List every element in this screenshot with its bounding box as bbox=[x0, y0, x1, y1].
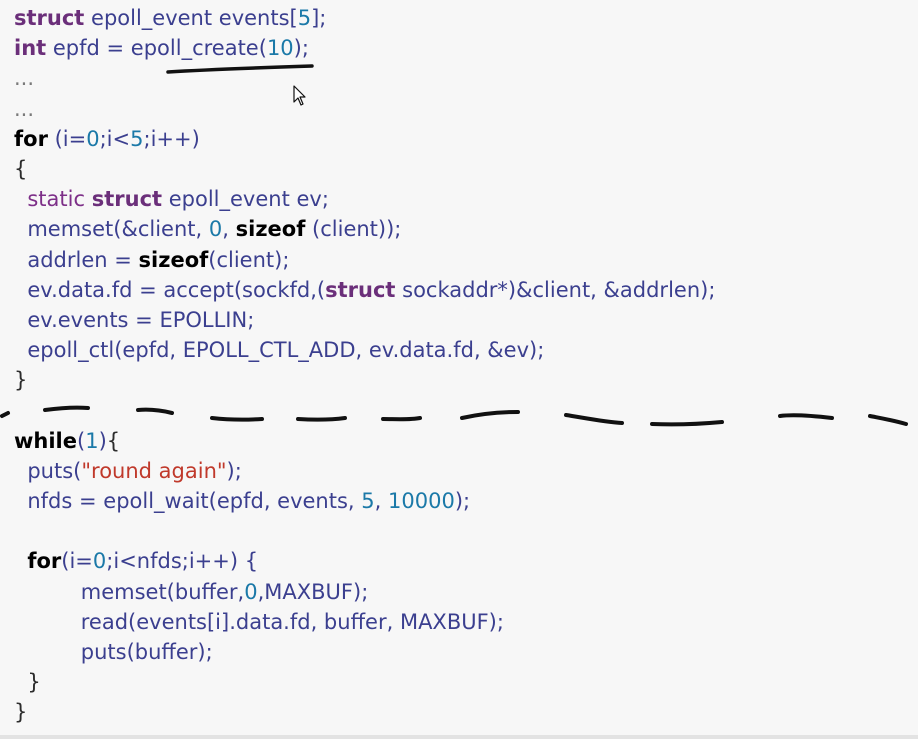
code-line: memset(&client, 0, sizeof (client)); bbox=[14, 214, 715, 244]
code-token: ;i< bbox=[99, 126, 131, 151]
code-line: read(events[i].data.fd, buffer, MAXBUF); bbox=[14, 607, 715, 637]
code-line: } bbox=[14, 667, 715, 697]
code-token bbox=[14, 187, 27, 211]
code-token: , bbox=[374, 489, 389, 513]
code-line: nfds = epoll_wait(epfd, events, 5, 10000… bbox=[14, 486, 715, 516]
code-token: while bbox=[14, 428, 77, 453]
code-token: 5 bbox=[130, 126, 144, 151]
code-token: (i= bbox=[47, 126, 87, 151]
code-token: ;i<nfds;i++) { bbox=[106, 549, 259, 574]
code-token: ev.events = EPOLLIN; bbox=[14, 307, 255, 332]
code-token: nfds = epoll_wait(epfd, events, bbox=[14, 489, 362, 513]
code-token: struct bbox=[14, 6, 85, 30]
code-token: memset(buffer, bbox=[14, 579, 245, 604]
code-token: epoll_event events[ bbox=[84, 6, 298, 30]
code-token: puts( bbox=[14, 458, 82, 483]
code-token: epfd = bbox=[46, 36, 131, 61]
code-line: static struct epoll_event ev; bbox=[14, 184, 715, 214]
code-token: (client); bbox=[208, 247, 290, 272]
code-token: ); bbox=[226, 458, 242, 483]
code-line: for (i=0;i<5;i++) bbox=[14, 124, 715, 154]
code-token: int bbox=[14, 36, 47, 61]
panel-bottom-border bbox=[0, 735, 918, 739]
code-line: while(1){ bbox=[14, 426, 715, 456]
code-token: ); bbox=[293, 36, 309, 61]
code-token: 0 bbox=[86, 126, 100, 151]
code-token: sockaddr*)&client, &addrlen); bbox=[395, 277, 716, 302]
code-line: int epfd = epoll_create(10); bbox=[14, 33, 715, 63]
code-token bbox=[85, 187, 92, 211]
code-token: } bbox=[14, 368, 28, 393]
code-line: ​ bbox=[14, 395, 715, 425]
code-token: sizeof bbox=[138, 247, 209, 272]
code-token: epoll_event ev; bbox=[162, 187, 329, 212]
code-token: ) bbox=[98, 428, 107, 453]
code-token: epoll_create bbox=[130, 36, 259, 61]
code-token: (i= bbox=[61, 549, 93, 574]
code-token: 10 bbox=[266, 36, 294, 61]
code-token: sizeof bbox=[235, 217, 306, 242]
mouse-pointer-icon bbox=[293, 85, 307, 111]
code-token: { bbox=[14, 156, 28, 181]
code-line: } bbox=[14, 365, 715, 395]
code-token: 0 bbox=[92, 549, 107, 574]
code-token: addrlen = bbox=[14, 247, 139, 272]
code-token: { bbox=[106, 428, 121, 453]
code-token: struct bbox=[91, 187, 163, 212]
code-line: puts("round again"); bbox=[14, 456, 715, 486]
code-token bbox=[14, 549, 27, 573]
code-token: 5 bbox=[297, 6, 312, 30]
code-token: (client)); bbox=[305, 217, 402, 242]
code-line: puts(buffer); bbox=[14, 637, 715, 667]
code-line: memset(buffer,0,MAXBUF); bbox=[14, 577, 715, 607]
code-token: for bbox=[14, 126, 48, 151]
code-token: struct bbox=[325, 277, 396, 302]
code-token: ... bbox=[14, 96, 35, 121]
code-block: struct epoll_event events[5];int epfd = … bbox=[14, 3, 715, 728]
code-token: } bbox=[14, 670, 41, 695]
code-token: static bbox=[27, 187, 86, 212]
code-token: ); bbox=[454, 489, 471, 513]
code-token: ... bbox=[14, 66, 35, 91]
code-line: addrlen = sizeof(client); bbox=[14, 245, 715, 275]
code-token: ( bbox=[258, 36, 267, 61]
code-token: , bbox=[222, 217, 236, 242]
code-token: epoll_ctl(epfd, EPOLL_CTL_ADD, ev.data.f… bbox=[14, 338, 545, 363]
code-line: ev.data.fd = accept(sockfd,(struct socka… bbox=[14, 275, 715, 305]
code-line: ... bbox=[14, 94, 715, 124]
code-line: struct epoll_event events[5]; bbox=[14, 3, 715, 33]
code-token: "round again" bbox=[81, 458, 227, 483]
code-token: memset(&client, bbox=[14, 217, 209, 242]
code-line: ev.events = EPOLLIN; bbox=[14, 305, 715, 335]
code-line: epoll_ctl(epfd, EPOLL_CTL_ADD, ev.data.f… bbox=[14, 335, 715, 365]
code-token: ]; bbox=[311, 6, 327, 30]
code-token: 1 bbox=[85, 428, 99, 453]
code-token: 0 bbox=[208, 217, 223, 242]
code-token: 10000 bbox=[388, 489, 455, 513]
code-token: ;i++) bbox=[143, 126, 200, 151]
code-token: ev.data.fd = accept(sockfd,( bbox=[14, 277, 326, 302]
code-line: ​ bbox=[14, 516, 715, 546]
code-token: ,MAXBUF); bbox=[257, 579, 369, 604]
code-line: ... bbox=[14, 63, 715, 93]
code-token: 0 bbox=[244, 579, 258, 604]
code-token: for bbox=[27, 549, 62, 574]
code-line: { bbox=[14, 154, 715, 184]
code-line: for(i=0;i<nfds;i++) { bbox=[14, 546, 715, 576]
code-token: 5 bbox=[361, 489, 375, 513]
code-token: puts(buffer); bbox=[14, 639, 213, 664]
code-token: } bbox=[14, 700, 28, 725]
code-token: ( bbox=[77, 428, 86, 453]
code-token: read(events[i].data.fd, buffer, MAXBUF); bbox=[14, 609, 504, 634]
code-line: } bbox=[14, 697, 715, 727]
